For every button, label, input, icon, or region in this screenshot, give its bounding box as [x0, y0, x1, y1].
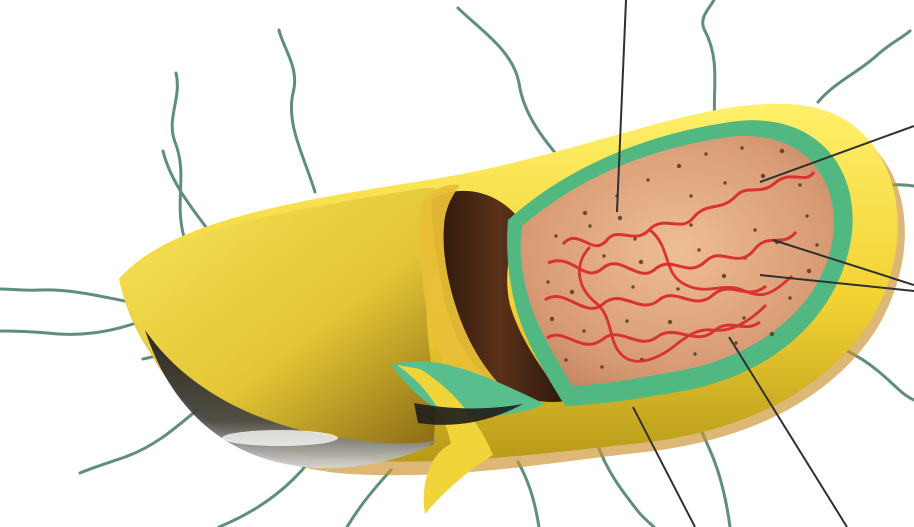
ribosome-dot [734, 341, 737, 344]
flagellum-11 [518, 462, 539, 527]
ribosome-dot [798, 183, 801, 186]
ribosome-dot [693, 352, 696, 355]
ribosome-dot [815, 243, 818, 246]
flagellum-12 [347, 470, 391, 527]
ribosome-dot [618, 216, 622, 220]
flagellum-4 [458, 8, 571, 171]
ribosome-dot [582, 329, 585, 332]
ribosome-dot [697, 248, 700, 251]
ribosome-dot [646, 178, 649, 181]
ribosome-dot [668, 320, 672, 324]
ribosome-dot [633, 237, 636, 240]
ribosome-dot [689, 223, 692, 226]
ribosome-dot [807, 269, 811, 273]
ribosome-dot [625, 319, 628, 322]
ribosome-dot [689, 194, 692, 197]
ribosome-dot [770, 332, 774, 336]
ribosome-dot [600, 365, 603, 368]
ribosome-dot [564, 358, 567, 361]
flagellum-1 [172, 73, 184, 237]
flagellum-2 [163, 151, 206, 227]
flagellum-17 [0, 289, 130, 302]
ribosome-dot [780, 149, 784, 153]
ribosome-dot [639, 260, 643, 264]
flagellum-14 [80, 410, 197, 473]
ribosome-dot [753, 228, 756, 231]
flagellum-15 [0, 321, 142, 334]
underside-highlight [222, 430, 338, 446]
ribosome-dot [676, 287, 679, 290]
ribosome-dot [788, 296, 791, 299]
ribosome-dot [631, 285, 634, 288]
flagellum-3 [279, 30, 315, 192]
ribosome-dot [805, 214, 808, 217]
ribosome-dot [583, 211, 587, 215]
flagellum-5 [703, 0, 715, 121]
flagellum-6 [818, 31, 910, 102]
ribosome-dot [740, 146, 743, 149]
ribosome-dot [554, 234, 557, 237]
ribosome-dot [704, 152, 707, 155]
front-capsule-tube [119, 188, 468, 457]
ribosome-dot [588, 224, 591, 227]
ribosome-dot [761, 174, 765, 178]
ribosome-dot [602, 254, 605, 257]
ribosome-dot [570, 290, 574, 294]
ribosome-dot [546, 280, 549, 283]
ribosome-dot [742, 316, 745, 319]
ribosome-dot [722, 274, 726, 278]
ribosome-dot [677, 164, 681, 168]
ribosome-dot [550, 317, 554, 321]
ribosome-dot [723, 181, 726, 184]
cell-body [119, 104, 905, 514]
